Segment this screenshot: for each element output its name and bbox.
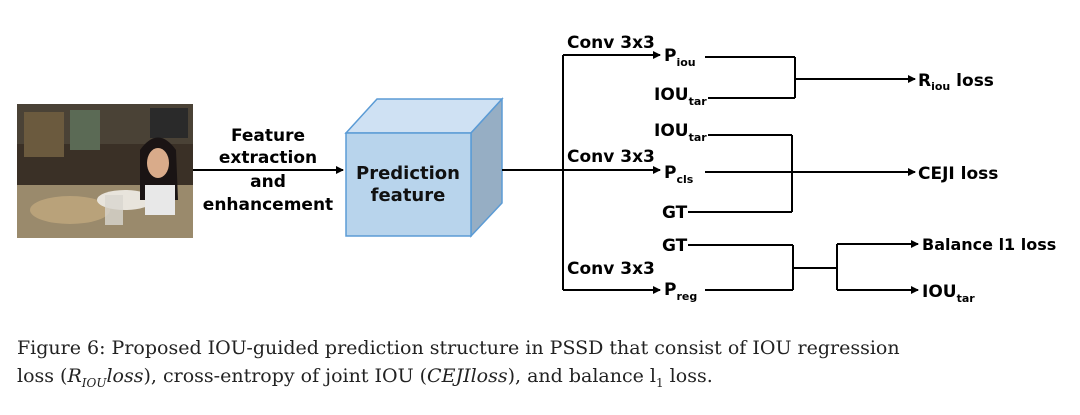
branch1-lines	[705, 56, 916, 99]
arrow-label-1: Feature	[231, 126, 305, 146]
caption-line-2: loss (RIOUloss), cross-entropy of joint …	[17, 365, 713, 390]
prediction-feature-box: Prediction feature	[344, 97, 504, 238]
arrow-label-4: enhancement	[203, 195, 333, 215]
arrow-label-3: and	[250, 172, 286, 192]
p-cls-label: Pcls	[664, 163, 694, 186]
branch3-lines	[688, 240, 919, 294]
branch2-lines	[688, 134, 916, 213]
diagram: Feature extraction and enhancement Predi…	[17, 33, 1056, 305]
r-iou-loss-label: Riou loss	[918, 71, 994, 93]
box-label-2: feature	[371, 185, 446, 206]
box-label-1: Prediction	[356, 163, 460, 184]
ceji-loss-label: CEJI loss	[918, 164, 998, 184]
iou-tar-label-2: IOUtar	[654, 121, 707, 144]
gt-label-2: GT	[662, 236, 688, 256]
conv-label-1: Conv 3x3	[567, 33, 655, 53]
iou-tar-label-3: IOUtar	[922, 282, 975, 305]
conv-label-2: Conv 3x3	[567, 147, 655, 167]
figure-caption: Figure 6: Proposed IOU-guided prediction…	[17, 334, 1067, 397]
p-iou-label: Piou	[664, 46, 696, 69]
trunk-lines	[502, 51, 661, 294]
caption-line-1: Figure 6: Proposed IOU-guided prediction…	[17, 337, 900, 359]
arrow-label-2: extraction	[219, 148, 317, 168]
input-photo	[17, 104, 193, 238]
conv-label-3: Conv 3x3	[567, 259, 655, 279]
balance-l1-loss-label: Balance l1 loss	[922, 235, 1056, 254]
p-reg-label: Preg	[664, 280, 697, 303]
iou-tar-label-1: IOUtar	[654, 85, 707, 108]
gt-label-1: GT	[662, 203, 688, 223]
